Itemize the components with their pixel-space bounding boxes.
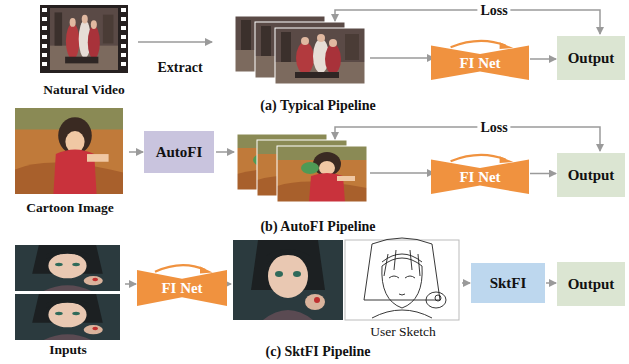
cartoon-image	[15, 108, 123, 194]
flow-arrow	[462, 282, 470, 284]
fi-net-block: FI Net	[137, 262, 227, 306]
sktfi-box: SktFI	[471, 263, 545, 303]
fi-net-block: FI Net	[431, 38, 529, 80]
block-label: FI Net	[431, 169, 529, 186]
film-strip	[121, 53, 126, 57]
block-label: FI Net	[137, 280, 227, 297]
skip-arrow	[155, 265, 205, 272]
box-label: SktFI	[490, 275, 527, 292]
sketch-drawing	[384, 250, 420, 276]
film-strip	[121, 62, 126, 66]
loss-line	[335, 127, 494, 139]
output-box: Output	[557, 153, 625, 197]
fi-net-shape	[431, 46, 529, 80]
frame-stack	[277, 146, 367, 202]
skip-arrow	[200, 266, 213, 273]
film-strip	[42, 8, 47, 12]
extract-label: Extract	[154, 60, 205, 75]
image-caption: Inputs	[49, 342, 87, 358]
image-caption: User Sketch	[370, 324, 436, 340]
sketch-drawing	[345, 240, 459, 320]
frame-stack	[275, 28, 365, 84]
skip-arrow	[500, 42, 514, 49]
frame-stack	[275, 28, 365, 84]
fi-net-block: FI Net	[431, 152, 529, 194]
film-strip	[42, 17, 47, 21]
frame-stack	[237, 134, 367, 202]
film-strip	[42, 62, 47, 66]
sketch-drawing	[382, 258, 422, 308]
film-strip	[42, 8, 126, 66]
generated-frame	[233, 240, 343, 320]
box-label: Output	[568, 276, 615, 293]
flow-arrow	[129, 151, 143, 153]
output-box: Output	[557, 262, 625, 306]
frame-stack	[235, 16, 365, 84]
image-caption: Natural Video	[43, 82, 124, 98]
skip-arrow	[500, 156, 514, 163]
autofi-box: AutoFI	[144, 131, 214, 173]
flow-arrow	[370, 172, 434, 174]
input-frames: Inputs	[12, 244, 124, 358]
subfigure-caption: (c) SktFI Pipeline	[263, 344, 374, 359]
film-strip	[50, 8, 118, 70]
sketch-drawing	[364, 238, 446, 318]
cartoon-thumbnail: Cartoon Image	[12, 106, 128, 216]
film-strip	[40, 5, 128, 73]
fi-net-shape	[137, 270, 227, 306]
output-box: Output	[557, 36, 625, 80]
subfigure-caption: (a) Typical Pipeline	[257, 98, 378, 113]
flow-arrow	[546, 282, 556, 284]
flow-arrow	[216, 151, 234, 153]
sketch-drawing	[345, 238, 459, 320]
film-strip	[40, 5, 128, 73]
generated-frame	[233, 240, 343, 320]
input-images	[15, 294, 120, 340]
sketch-drawing	[426, 292, 446, 308]
sketch-drawing	[389, 276, 415, 278]
film-strip	[121, 17, 126, 21]
sketch-drawing	[435, 295, 441, 301]
film-strip	[42, 53, 47, 57]
block-label: FI Net	[431, 55, 529, 72]
film-strip	[42, 44, 47, 48]
video-thumbnail: Natural Video	[36, 4, 132, 98]
fi-net-shape	[431, 160, 529, 194]
user-sketch: User Sketch	[345, 240, 461, 340]
film-strip	[42, 26, 47, 30]
sketch-drawing	[364, 238, 440, 300]
image-caption: Cartoon Image	[26, 200, 113, 216]
input-images	[15, 245, 120, 291]
film-strip	[42, 35, 47, 39]
subfigure-caption: (b) AutoFI Pipeline	[257, 219, 378, 234]
frame-stack	[277, 146, 367, 202]
film-strip	[121, 35, 126, 39]
frame-stack	[301, 162, 319, 174]
sketch-drawing	[399, 294, 405, 295]
loss-label: Loss	[477, 120, 510, 135]
film-strip	[121, 8, 126, 12]
film-strip	[121, 26, 126, 30]
flow-arrow	[370, 57, 434, 59]
skip-arrow	[451, 155, 506, 161]
skip-arrow	[451, 41, 506, 47]
extract-arrow	[138, 41, 212, 43]
cartoon-image	[15, 108, 123, 194]
film-strip	[121, 44, 126, 48]
box-label: AutoFI	[156, 144, 203, 161]
flow-arrow	[530, 58, 556, 60]
box-label: Output	[568, 167, 615, 184]
sketch-drawing	[372, 310, 432, 318]
loss-label: Loss	[477, 3, 510, 18]
input-images	[15, 245, 120, 340]
loss-line	[335, 10, 494, 21]
flow-arrow	[530, 173, 556, 175]
box-label: Output	[568, 50, 615, 67]
flow-arrow	[125, 283, 136, 285]
